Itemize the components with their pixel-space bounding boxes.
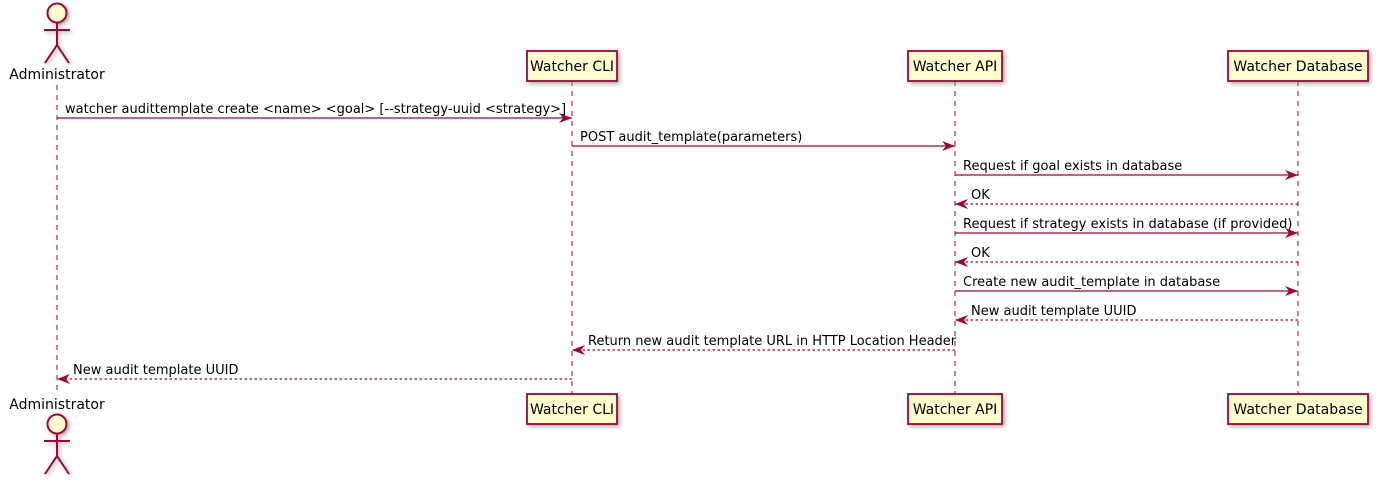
message-9: Return new audit template URL in HTTP Lo… [572, 334, 957, 355]
participant-box-watcher-database-top: Watcher Database [1227, 50, 1369, 82]
participant-rect [1227, 393, 1369, 425]
actor-stick-figure-icon [44, 2, 70, 64]
participant-label: Watcher Database [1233, 59, 1362, 75]
message-label: New audit template UUID [73, 363, 238, 378]
participant-box-watcher-api-top: Watcher API [907, 50, 1003, 82]
message-label: Return new audit template URL in HTTP Lo… [588, 334, 957, 349]
participant-rect [907, 50, 1003, 82]
message-arrowhead-icon [57, 374, 70, 384]
message-arrowhead-icon [559, 113, 572, 123]
message-arrowhead-icon [955, 315, 968, 325]
message-label: Create new audit_template in database [963, 275, 1220, 290]
actor-label: Administrator [9, 397, 105, 413]
message-arrowhead-icon [572, 345, 585, 355]
participant-rect [907, 393, 1003, 425]
actor-administrator-top: Administrator [9, 2, 105, 83]
actor-stick-figure-icon [44, 413, 70, 475]
message-3: Request if goal exists in database [955, 159, 1298, 180]
participant-box-watcher-api-bottom: Watcher API [907, 393, 1003, 425]
participant-label: Watcher API [913, 59, 998, 75]
message-label: POST audit_template(parameters) [580, 130, 802, 145]
message-label: OK [971, 246, 990, 261]
participant-box-watcher-cli-top: Watcher CLI [526, 50, 618, 82]
participant-box-watcher-cli-bottom: Watcher CLI [526, 393, 618, 425]
message-label: New audit template UUID [971, 304, 1136, 319]
message-10: New audit template UUID [57, 363, 572, 384]
message-2: POST audit_template(parameters) [572, 130, 955, 151]
message-label: OK [971, 188, 990, 203]
message-4: OK [955, 188, 1298, 209]
actor-leg-left [44, 455, 58, 475]
message-8: New audit template UUID [955, 304, 1298, 325]
participant-rect [526, 50, 618, 82]
message-label: Request if goal exists in database [963, 159, 1182, 174]
message-1: watcher audittemplate create <name> <goa… [57, 102, 572, 123]
message-arrowhead-icon [942, 141, 955, 151]
message-6: OK [955, 246, 1298, 267]
message-arrowhead-icon [1285, 228, 1298, 238]
message-arrowhead-icon [1285, 286, 1298, 296]
actor-head [46, 413, 68, 435]
actor-leg-right [56, 455, 70, 475]
actor-head [46, 2, 68, 24]
message-5: Request if strategy exists in database (… [955, 217, 1298, 238]
participant-label: Watcher CLI [530, 402, 614, 418]
message-arrowhead-icon [955, 257, 968, 267]
message-arrowhead-icon [1285, 170, 1298, 180]
participant-label: Watcher CLI [530, 59, 614, 75]
message-label: watcher audittemplate create <name> <goa… [65, 102, 566, 117]
actor-administrator-bottom: Administrator [9, 397, 105, 475]
actor-leg-left [44, 44, 58, 64]
message-label: Request if strategy exists in database (… [963, 217, 1292, 232]
message-arrowhead-icon [955, 199, 968, 209]
actor-label: Administrator [9, 67, 105, 83]
participant-rect [1227, 50, 1369, 82]
participant-box-watcher-database-bottom: Watcher Database [1227, 393, 1369, 425]
participant-rect [526, 393, 618, 425]
participant-label: Watcher Database [1233, 402, 1362, 418]
actor-leg-right [56, 44, 70, 64]
participant-label: Watcher API [913, 402, 998, 418]
message-7: Create new audit_template in database [955, 275, 1298, 296]
